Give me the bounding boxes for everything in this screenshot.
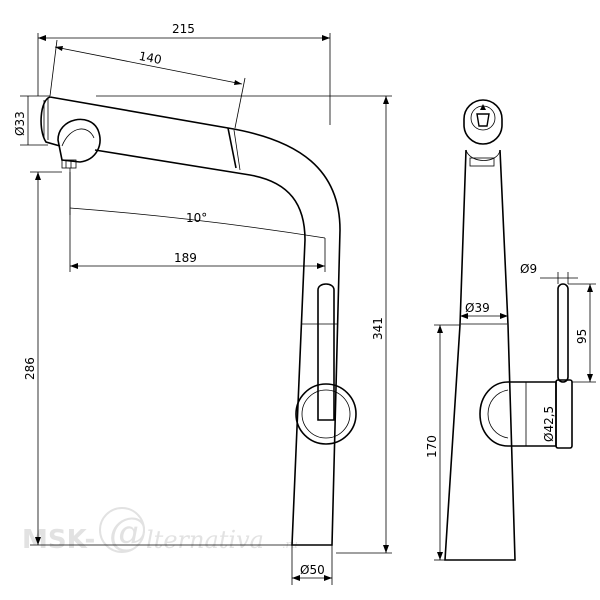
front-body	[444, 149, 516, 561]
front-handle	[479, 381, 557, 447]
front-handle-cap	[555, 379, 573, 449]
spout-contour	[49, 96, 341, 546]
dim-lever-diameter: Ø9	[520, 262, 537, 276]
dim-reach: 189	[174, 251, 197, 265]
aerator-head	[57, 118, 101, 163]
dim-body-diameter: Ø39	[465, 301, 490, 315]
dim-handle-height: 170	[425, 435, 439, 458]
svg-text:@: @	[109, 510, 147, 554]
side-dimensions: 215 140 Ø33 10° 189 286	[13, 22, 392, 585]
dim-spout-diameter: Ø33	[13, 111, 27, 136]
cup-icon	[476, 104, 490, 127]
dim-total-height: 341	[371, 317, 385, 340]
dim-lever-length: 95	[575, 329, 589, 344]
front-head	[463, 99, 503, 145]
dim-base-diameter: Ø50	[300, 563, 325, 577]
dim-aerator-height: 286	[23, 357, 37, 380]
watermark: MSK- @ lternativa .ru	[22, 507, 298, 555]
watermark-suffix: .ru	[282, 538, 298, 551]
front-lever	[557, 283, 569, 383]
dim-handle-diameter: Ø42,5	[542, 406, 556, 442]
lever	[317, 283, 335, 421]
dim-spout-angle: 10°	[186, 211, 207, 225]
spout-tip	[40, 96, 61, 147]
front-dimensions: Ø9 95 Ø39 Ø42,5 170	[425, 262, 596, 561]
watermark-script: lternativa	[146, 526, 264, 554]
dim-spout-length: 140	[138, 49, 163, 67]
front-view	[444, 99, 573, 561]
side-view	[40, 96, 357, 546]
watermark-brand: MSK-	[22, 525, 95, 555]
dim-overall-width: 215	[172, 22, 195, 36]
handle-knob	[295, 383, 357, 445]
watermark-at-icon: @	[99, 507, 147, 554]
